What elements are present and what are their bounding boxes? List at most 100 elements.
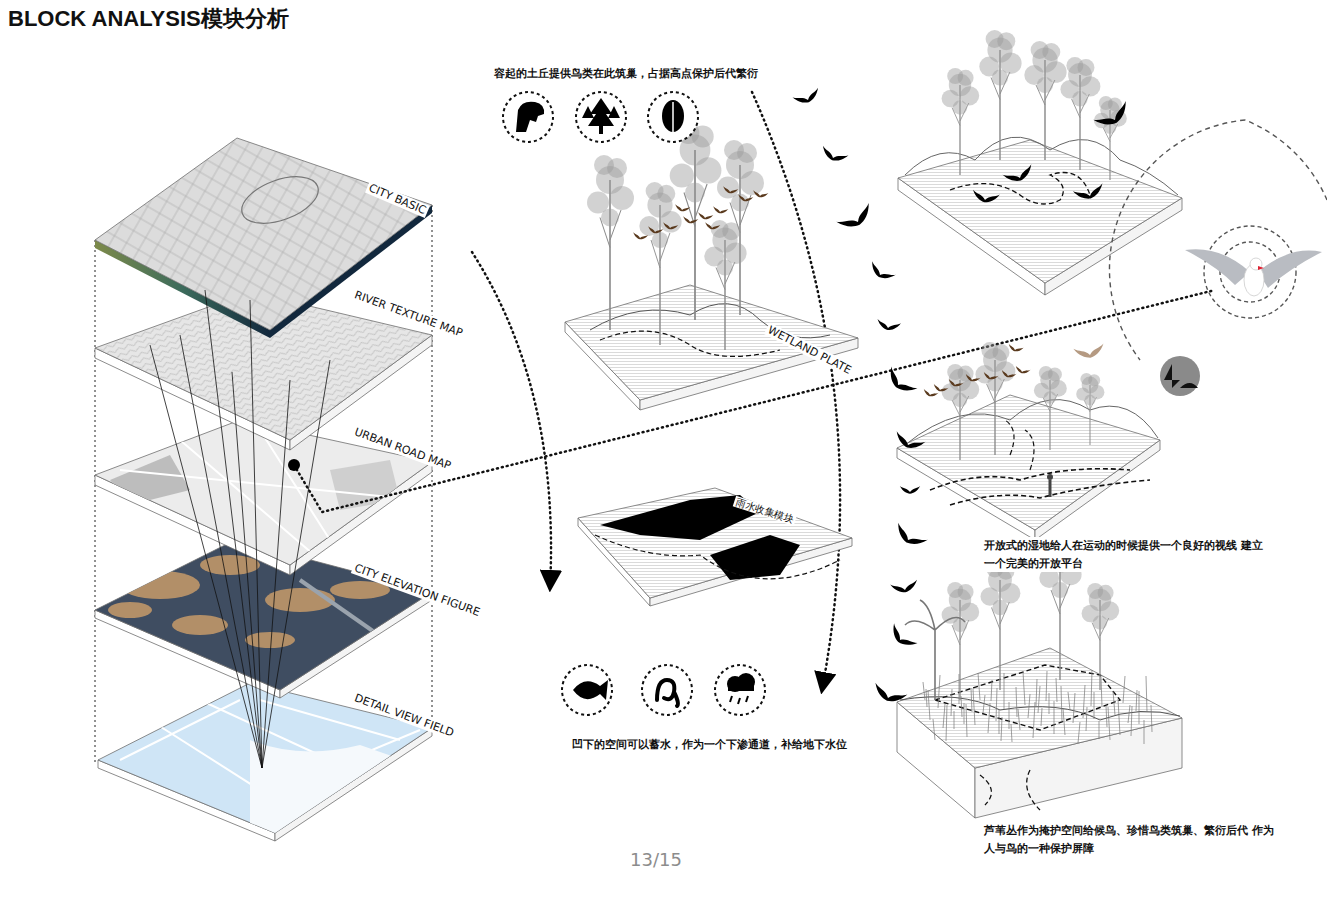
flow-arrow <box>472 252 551 588</box>
bird-silhouette <box>932 384 948 394</box>
reed-stalk <box>1078 722 1080 743</box>
reed-stalk <box>1061 686 1062 722</box>
open-wetland-module-top <box>897 395 1160 530</box>
bird-silhouette <box>1003 164 1036 185</box>
frame-line <box>95 240 96 762</box>
gull-wing <box>1185 249 1250 285</box>
bird-silhouette <box>971 190 1000 205</box>
reed-stalk <box>1091 670 1092 706</box>
bird-silhouette <box>836 203 876 234</box>
reed-stalk <box>1131 706 1132 736</box>
fish-icon <box>573 680 608 700</box>
tree-trunk <box>609 180 611 330</box>
worm-icon <box>657 680 678 706</box>
module-note: 芦苇丛作为掩护空间给候鸟、珍惜鸟类筑巢、繁衍后代 作为人与鸟的一种保护屏障 <box>982 822 1282 857</box>
reed-stalk <box>1113 691 1115 715</box>
tree-canopy <box>1077 59 1094 76</box>
reed-stalk <box>1001 717 1002 741</box>
reed-stalk <box>991 680 992 701</box>
path-line <box>600 331 780 356</box>
reed-stalk <box>1033 702 1035 738</box>
icon-ring <box>715 665 765 715</box>
module-note: 凹下的空间可以蓄水，作为一个下渗通道，补给地下水位 <box>570 738 849 751</box>
reed-stalk <box>1139 691 1140 724</box>
reed-stalk <box>978 673 980 700</box>
module-note: 容起的土丘提供鸟类在此筑巢，占据高点保护后代繁衍 <box>492 67 760 80</box>
bird-silhouette <box>1014 366 1030 376</box>
map-land <box>250 740 432 840</box>
reed-stalk <box>999 710 1000 734</box>
tree-canopy <box>652 232 668 248</box>
tree-canopy <box>1085 395 1096 406</box>
reed-stalk <box>928 690 930 720</box>
reed-stalk <box>951 689 952 716</box>
tree-canopy <box>695 157 721 183</box>
bird-silhouette <box>982 372 998 382</box>
tree-trunk <box>739 165 741 315</box>
reed-stalk <box>1068 692 1070 710</box>
tree-canopy <box>953 100 967 114</box>
reed-stalk <box>996 688 997 721</box>
bird-silhouette <box>647 226 663 234</box>
tree-canopy <box>1093 615 1107 629</box>
urban-block <box>330 460 400 510</box>
tree-canopy <box>1000 583 1020 603</box>
tree-canopy <box>992 600 1007 615</box>
reed-stalk <box>923 682 925 700</box>
elevation-patch <box>265 588 335 612</box>
water-pool <box>710 535 800 580</box>
tree-canopy <box>737 143 757 163</box>
reed-stalk <box>1106 706 1107 727</box>
reed-stalk <box>983 695 985 713</box>
reed-stalk <box>1041 708 1042 726</box>
icon-ring <box>562 665 612 715</box>
title-slot: BLOCK ANALYSIS模块分析 <box>6 4 291 34</box>
tree-canopy <box>953 618 967 632</box>
sight-line <box>250 300 262 768</box>
reed-stalk <box>1094 692 1095 719</box>
elevation-patch <box>120 571 200 599</box>
reed-stalk <box>971 688 972 712</box>
reed-stalk <box>946 705 947 741</box>
label-slot: 凹下的空间可以蓄水，作为一个下渗通道，补给地下水位 <box>570 733 849 754</box>
reed-stalk <box>1011 724 1012 742</box>
reed-stalk <box>1083 685 1085 718</box>
palm-tree <box>905 600 965 700</box>
bird-silhouette <box>632 232 648 240</box>
label-slot: 容起的土丘提供鸟类在此筑巢，占据高点保护后代繁衍 <box>492 62 760 83</box>
bird-silhouette <box>876 319 901 332</box>
tree-canopy <box>607 158 627 178</box>
bird-silhouette <box>674 204 690 212</box>
tree-canopy <box>1098 585 1114 601</box>
eagle-icon <box>516 102 544 132</box>
moon-badge <box>1160 356 1200 396</box>
label-slot: 13/15 <box>628 846 684 875</box>
elevation-patch <box>200 555 260 575</box>
tree-canopy <box>1044 391 1057 404</box>
tree-trunk <box>724 240 725 350</box>
bird-silhouette <box>737 194 753 202</box>
tree-canopy <box>1052 582 1068 598</box>
reed-module-top <box>897 648 1182 768</box>
urban-block <box>110 455 190 505</box>
icon-ring <box>576 92 626 142</box>
reed-stalk <box>1063 708 1065 735</box>
reed-stalk <box>954 711 955 729</box>
tree-canopy <box>1037 77 1053 93</box>
urban-map <box>110 430 420 560</box>
bird-silhouette <box>697 212 713 220</box>
terrain-line <box>905 137 1178 195</box>
detail-map <box>120 700 432 840</box>
bird-silhouette <box>682 216 698 224</box>
wetland-plate-top <box>565 285 858 400</box>
tree-canopy <box>740 171 764 195</box>
person-figure <box>1049 480 1052 497</box>
rain-drop <box>730 696 732 702</box>
reed-stalk <box>1016 687 1017 717</box>
reed-stalk <box>1144 720 1145 744</box>
range-ring <box>1109 120 1245 360</box>
tree-trunk <box>694 150 696 320</box>
stadium <box>236 168 325 233</box>
bird-silhouette <box>1073 183 1106 202</box>
